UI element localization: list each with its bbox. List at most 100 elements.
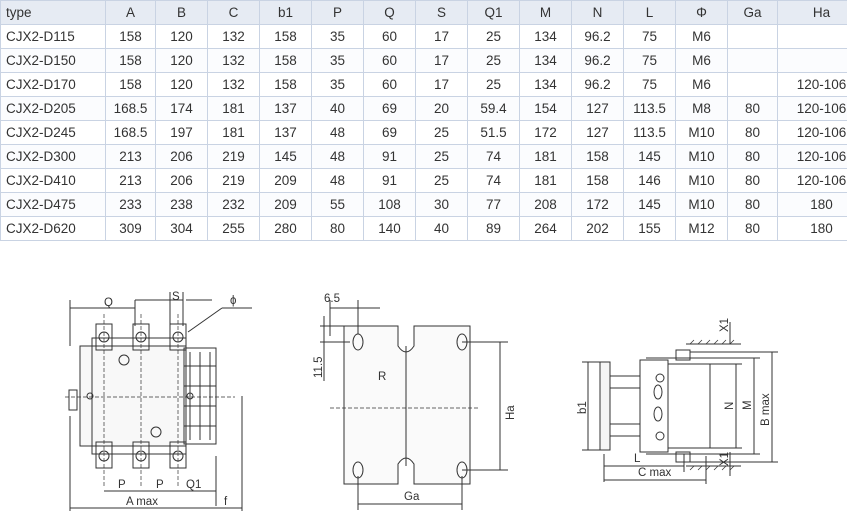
table-cell: 120	[155, 48, 208, 73]
radius-r-label: R	[378, 371, 386, 383]
column-header-col12: Φ	[675, 0, 728, 25]
dim-p2-label: P	[156, 479, 164, 491]
table-cell: 172	[571, 192, 624, 217]
table-cell: M6	[675, 72, 728, 97]
table-cell	[777, 48, 847, 73]
table-cell: 80	[727, 144, 778, 169]
column-header-col8: Q1	[467, 0, 520, 25]
table-cell: 209	[259, 168, 312, 193]
table-cell: 108	[363, 192, 416, 217]
table-cell: 69	[363, 96, 416, 121]
table-cell: 134	[519, 48, 572, 73]
table-cell: 74	[467, 144, 520, 169]
table-cell: 120-106	[777, 72, 847, 97]
table-cell: 35	[311, 72, 364, 97]
column-header-col14: Ha	[777, 0, 847, 25]
table-cell: 168.5	[105, 120, 156, 145]
table-cell: 255	[207, 216, 260, 241]
table-cell: 96.2	[571, 72, 624, 97]
table-cell: 158	[571, 144, 624, 169]
model-name-cell: CJX2-D170	[0, 72, 106, 97]
table-cell: 168.5	[105, 96, 156, 121]
table-cell: 40	[415, 216, 468, 241]
table-cell: 60	[363, 72, 416, 97]
table-cell: 20	[415, 96, 468, 121]
column-header-col6: Q	[363, 0, 416, 25]
table-cell: 137	[259, 96, 312, 121]
table-cell: 51.5	[467, 120, 520, 145]
table-cell: 48	[311, 120, 364, 145]
table-cell: 232	[207, 192, 260, 217]
table-cell: 25	[415, 168, 468, 193]
table-cell: 17	[415, 24, 468, 49]
table-cell: 219	[207, 144, 260, 169]
table-cell: 120-106	[777, 96, 847, 121]
table-cell: 134	[519, 72, 572, 97]
table-cell: 80	[727, 192, 778, 217]
dim-x1-bottom-label: X1	[719, 452, 731, 466]
table-cell: 113.5	[623, 120, 676, 145]
column-header-col13: Ga	[727, 0, 778, 25]
dim-q1-label: Q1	[186, 479, 201, 491]
table-cell: 80	[727, 168, 778, 193]
table-cell: 48	[311, 144, 364, 169]
column-header-col2: B	[155, 0, 208, 25]
table-cell: 137	[259, 120, 312, 145]
table-cell: 17	[415, 48, 468, 73]
table-cell: M10	[675, 120, 728, 145]
table-cell: 158	[105, 72, 156, 97]
dim-cmax-label: C max	[638, 467, 671, 479]
table-cell: 181	[207, 120, 260, 145]
dim-6-5-label: 6.5	[324, 293, 340, 305]
table-cell: 280	[259, 216, 312, 241]
dim-l-label: L	[634, 453, 641, 465]
table-cell: 181	[519, 144, 572, 169]
dim-phi-label: ϕ	[230, 295, 236, 307]
table-cell: 60	[363, 48, 416, 73]
model-name-cell: CJX2-D115	[0, 24, 106, 49]
dim-n-label: N	[724, 402, 736, 410]
table-cell: 304	[155, 216, 208, 241]
model-name-cell: CJX2-D300	[0, 144, 106, 169]
table-cell: 145	[623, 192, 676, 217]
table-cell: 59.4	[467, 96, 520, 121]
column-header-col10: N	[571, 0, 624, 25]
table-cell: 158	[571, 168, 624, 193]
table-cell: 155	[623, 216, 676, 241]
table-cell: 134	[519, 24, 572, 49]
table-cell: 219	[207, 168, 260, 193]
table-cell: 96.2	[571, 24, 624, 49]
model-name-cell: CJX2-D150	[0, 48, 106, 73]
table-cell: 309	[105, 216, 156, 241]
table-cell: 89	[467, 216, 520, 241]
table-cell: 197	[155, 120, 208, 145]
model-name-cell: CJX2-D475	[0, 192, 106, 217]
dim-ga-label: Ga	[404, 491, 420, 503]
table-cell: 146	[623, 168, 676, 193]
table-cell: 120	[155, 72, 208, 97]
table-cell: 80	[727, 96, 778, 121]
table-cell: 145	[623, 144, 676, 169]
table-cell: 202	[571, 216, 624, 241]
column-header-col1: A	[105, 0, 156, 25]
table-cell: 77	[467, 192, 520, 217]
table-cell	[727, 24, 778, 49]
table-cell: 80	[727, 216, 778, 241]
table-cell: 120-106	[777, 120, 847, 145]
table-cell: 213	[105, 168, 156, 193]
model-name-cell: CJX2-D245	[0, 120, 106, 145]
table-cell	[727, 48, 778, 73]
table-cell: 91	[363, 168, 416, 193]
table-cell: 180	[777, 216, 847, 241]
table-cell: 80	[727, 120, 778, 145]
column-header-col9: M	[519, 0, 572, 25]
table-cell: 75	[623, 24, 676, 49]
table-cell: 25	[467, 48, 520, 73]
